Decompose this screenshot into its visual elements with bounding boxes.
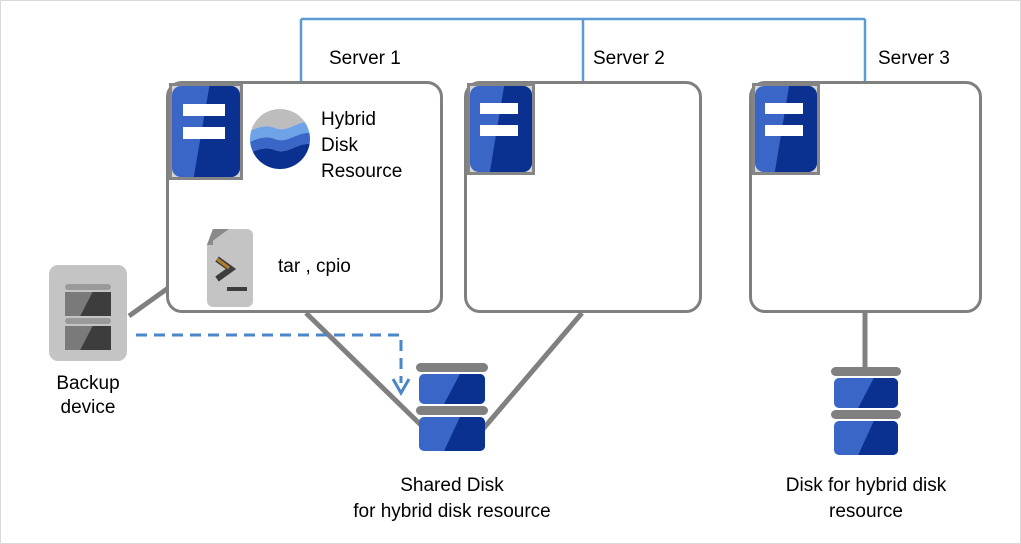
server-icon-bar-top <box>479 103 519 115</box>
server-icon <box>169 83 243 180</box>
server2-label: Server 2 <box>593 48 665 69</box>
backup-device-platter-bottom <box>65 326 111 350</box>
shared-disk-platter-top <box>418 374 486 404</box>
hybrid-disk-bar-top <box>831 367 901 376</box>
server-box-server3[interactable] <box>749 81 982 313</box>
backup-device-label-line2: device <box>60 397 116 418</box>
server-icon-body <box>755 86 817 172</box>
server-icon-body <box>470 86 532 172</box>
disk-stack-icon-hybrid <box>831 367 901 459</box>
server-icon-body <box>172 86 240 177</box>
hybrid-disk-resource-label-line3: Resource <box>321 161 403 182</box>
connector-server1-shared-disk <box>304 311 427 431</box>
hybrid-disk-resource-label-line1: Hybrid <box>321 109 376 130</box>
shared-disk-platter-bottom <box>418 417 486 451</box>
shared-disk-bar-middle <box>416 406 488 415</box>
shared-disk-label-line2: for hybrid disk resource <box>353 501 551 522</box>
backup-device-bar-top <box>65 284 111 290</box>
hybrid-disk-resource-globe-icon <box>249 108 311 170</box>
backup-device-label-line1: Backup <box>56 373 120 394</box>
hybrid-disk-resource-label-line2: Disk <box>321 135 358 156</box>
server-icon-bar-bottom <box>764 124 804 136</box>
script-terminal-icon <box>197 229 267 307</box>
connector-server2-shared-disk <box>481 311 584 431</box>
shared-disk-label-line1: Shared Disk <box>400 475 504 496</box>
server-icon-bar-top <box>764 103 804 115</box>
hybrid-disk-platter-bottom <box>833 421 899 455</box>
server-icon <box>467 83 535 175</box>
dashed-backup-arrow <box>136 333 411 397</box>
hybrid-disk-label-line2: resource <box>829 501 903 522</box>
backup-device-platter-top <box>65 292 111 316</box>
disk-stack-icon-shared <box>416 363 488 455</box>
server3-label: Server 3 <box>878 48 950 69</box>
server-icon-bar-bottom <box>479 124 519 136</box>
server1-label: Server 1 <box>329 48 401 69</box>
server-icon-bar-top <box>182 104 226 117</box>
hybrid-disk-platter-top <box>833 378 899 408</box>
script-label: tar , cpio <box>278 256 351 277</box>
shared-disk-bar-top <box>416 363 488 372</box>
backup-device-icon <box>49 265 127 361</box>
hybrid-disk-label-line1: Disk for hybrid disk <box>785 475 947 496</box>
hybrid-disk-bar-middle <box>831 410 901 419</box>
server-icon <box>752 83 820 175</box>
server-icon-bar-bottom <box>182 126 226 139</box>
backup-device-bar-middle <box>65 318 111 324</box>
